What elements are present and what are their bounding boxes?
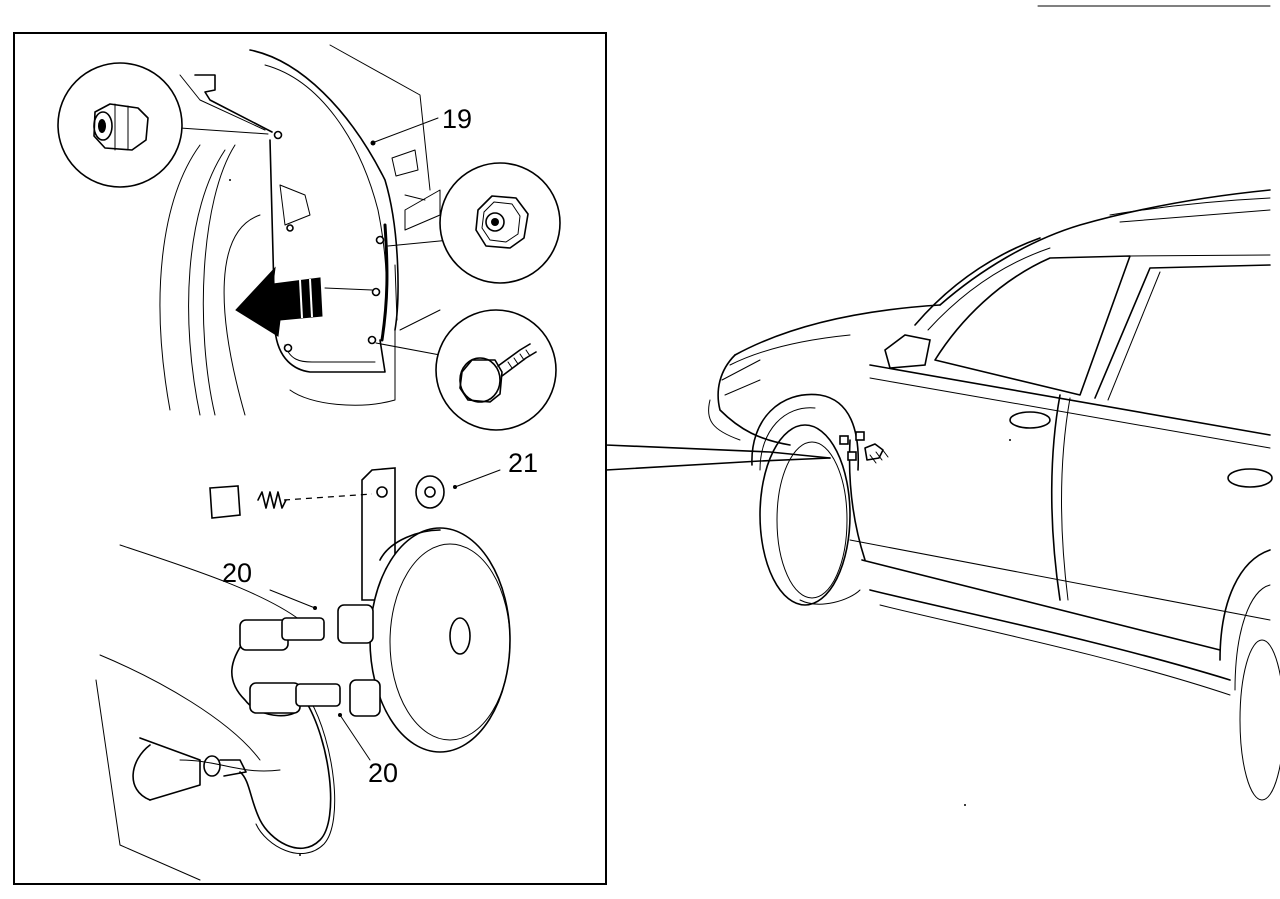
flange-nut-icon (57, 62, 183, 188)
bolt-with-washer-icon (435, 309, 557, 431)
left-arrow-icon (235, 266, 323, 337)
callout-19-leader (371, 117, 439, 144)
callout-20-bottom: 20 (368, 758, 398, 788)
hex-nut-icon (439, 162, 561, 284)
callout-20-top: 20 (222, 558, 252, 588)
car-overview (708, 189, 1280, 806)
callout-19: 19 (442, 104, 472, 134)
detail-leader (605, 437, 831, 471)
horn-assembly-view (95, 467, 511, 881)
callout-21: 21 (508, 448, 538, 478)
